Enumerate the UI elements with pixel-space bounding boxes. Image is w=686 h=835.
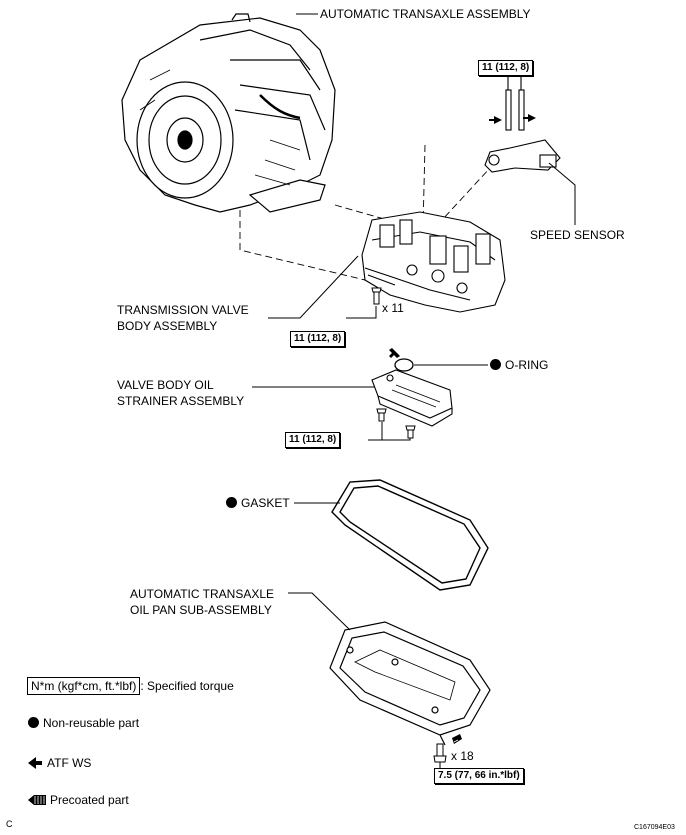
label-strainer-line2: STRAINER ASSEMBLY xyxy=(117,394,245,408)
non-reusable-dot-icon xyxy=(490,359,501,370)
label-speed-sensor: SPEED SENSOR xyxy=(530,228,625,242)
legend-precoated: Precoated part xyxy=(50,793,129,807)
label-strainer-line1: VALVE BODY OIL xyxy=(117,378,214,392)
legend-non-reusable-text: Non-reusable part xyxy=(43,716,140,730)
label-oil-pan-line2: OIL PAN SUB-ASSEMBLY xyxy=(130,603,272,617)
torque-oil-pan: 7.5 (77, 66 in.*lbf) xyxy=(434,768,524,784)
legend-non-reusable: Non-reusable part xyxy=(28,716,139,730)
corner-letter: C xyxy=(6,819,13,829)
figure-id: C167094E03 xyxy=(634,824,675,831)
label-o-ring-text: O-RING xyxy=(505,358,549,372)
legend-torque-box: N*m (kgf*cm, ft.*lbf) xyxy=(27,677,141,695)
torque-strainer: 11 (112, 8) xyxy=(285,432,341,448)
legend-atf: ATF WS xyxy=(47,756,92,770)
label-count-18: x 18 xyxy=(451,749,474,763)
label-oil-pan-line1: AUTOMATIC TRANSAXLE xyxy=(130,587,275,601)
valve-body-bolt xyxy=(371,287,382,305)
label-gasket-text: GASKET xyxy=(241,496,290,510)
speed-sensor-drawing xyxy=(484,75,561,173)
gasket-drawing xyxy=(331,479,489,591)
label-automatic-transaxle-assembly: AUTOMATIC TRANSAXLE ASSEMBLY xyxy=(320,7,531,21)
oil-pan-drawing xyxy=(329,621,491,746)
o-ring-drawing xyxy=(389,348,488,372)
atf-arrows-speed-sensor xyxy=(489,114,536,124)
label-o-ring: O-RING xyxy=(490,358,548,372)
legend-icons xyxy=(28,757,46,805)
legend-torque-text: : Specified torque xyxy=(140,679,234,693)
strainer-drawing xyxy=(371,369,453,427)
torque-valve-body: 11 (112, 8) xyxy=(290,331,346,347)
label-count-11: x 11 xyxy=(382,301,404,315)
oil-pan-bolt xyxy=(433,734,462,763)
transaxle-assembly-drawing xyxy=(121,13,336,213)
label-valve-body-line2: BODY ASSEMBLY xyxy=(117,319,218,333)
torque-speed-sensor: 11 (112, 8) xyxy=(478,60,534,76)
non-reusable-dot-icon xyxy=(28,717,39,728)
strainer-bolts xyxy=(376,408,416,439)
label-valve-body-line1: TRANSMISSION VALVE xyxy=(117,303,249,317)
label-gasket: GASKET xyxy=(226,496,290,510)
non-reusable-dot-icon xyxy=(226,497,237,508)
legend-torque: N*m (kgf*cm, ft.*lbf): Specified torque xyxy=(27,677,234,695)
valve-body-drawing xyxy=(361,211,506,313)
